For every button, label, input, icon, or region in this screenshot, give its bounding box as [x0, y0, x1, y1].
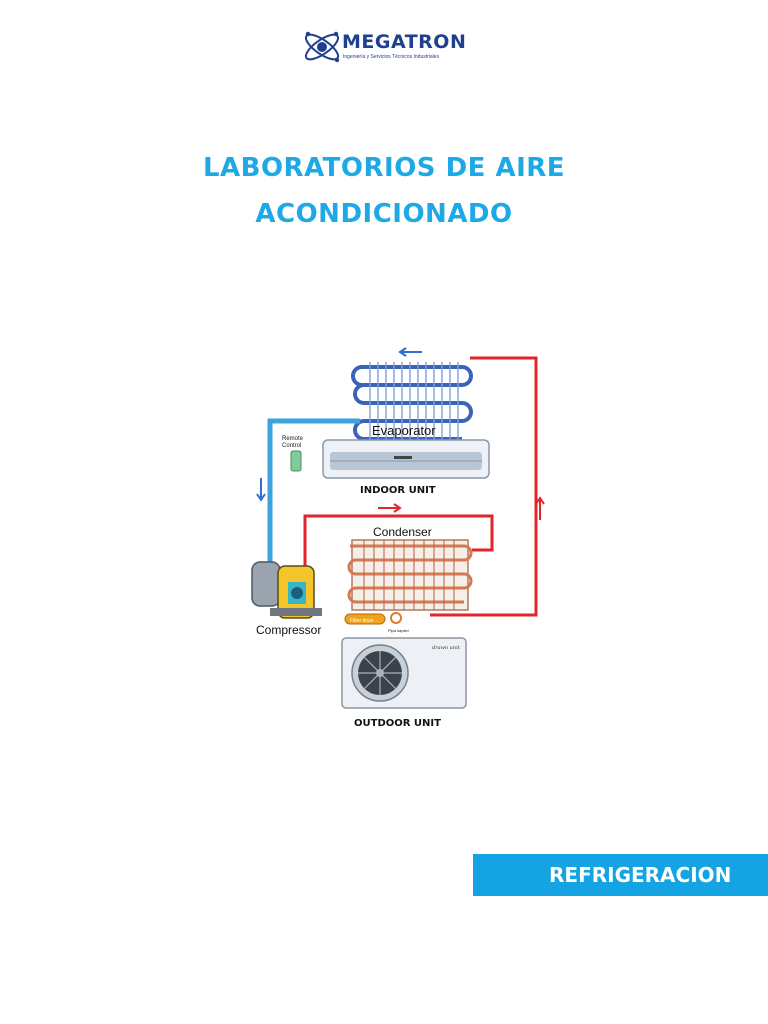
discharge-line [303, 514, 494, 568]
outdoor-unit [341, 637, 467, 709]
indoor-unit-label: INDOOR UNIT [360, 485, 436, 496]
flow-arrow-icon [535, 496, 545, 520]
condenser-coil [347, 539, 473, 611]
flow-arrow-icon [378, 503, 402, 513]
outdoor-brand-label: drawn unit [432, 645, 461, 651]
section-banner: REFRIGERACION [473, 854, 768, 896]
refrigeration-cycle-diagram: Evaporator Remote Control INDOOR UNIT Co… [251, 347, 545, 729]
evaporator-label: Evaporator [372, 423, 436, 438]
page-title-line-2: ACONDICIONADO [255, 199, 513, 229]
logo-name: MEGATRON [342, 31, 467, 53]
logo-tagline: Ingeniería y Servicios Técnicos Industri… [343, 54, 440, 60]
page-title-line-1: LABORATORIOS DE AIRE [202, 153, 566, 183]
liquid-line [430, 356, 538, 617]
evaporator-fins [369, 362, 459, 444]
indoor-unit [322, 439, 490, 479]
compressor [251, 561, 322, 619]
company-logo: MEGATRON Ingeniería y Servicios Técnicos… [300, 24, 466, 70]
remote-control-label: Control [282, 443, 301, 449]
flow-arrow-icon [398, 347, 422, 357]
remote-control-icon [290, 450, 302, 472]
filter-dryer [344, 613, 386, 625]
atom-logo-icon [304, 31, 340, 63]
pipe-capillar-label: Pipa kapiler [388, 628, 410, 633]
remote-control-label: Remote [282, 436, 304, 442]
suction-line [267, 418, 360, 565]
compressor-label: Compressor [256, 623, 321, 637]
capillary-tube [390, 612, 402, 624]
filter-dryer-label: Filter dryer [350, 618, 374, 624]
outdoor-unit-label: OUTDOOR UNIT [354, 718, 441, 729]
condenser-label: Condenser [373, 525, 432, 539]
evaporator-coil [351, 365, 473, 441]
flow-arrow-icon [256, 478, 266, 502]
